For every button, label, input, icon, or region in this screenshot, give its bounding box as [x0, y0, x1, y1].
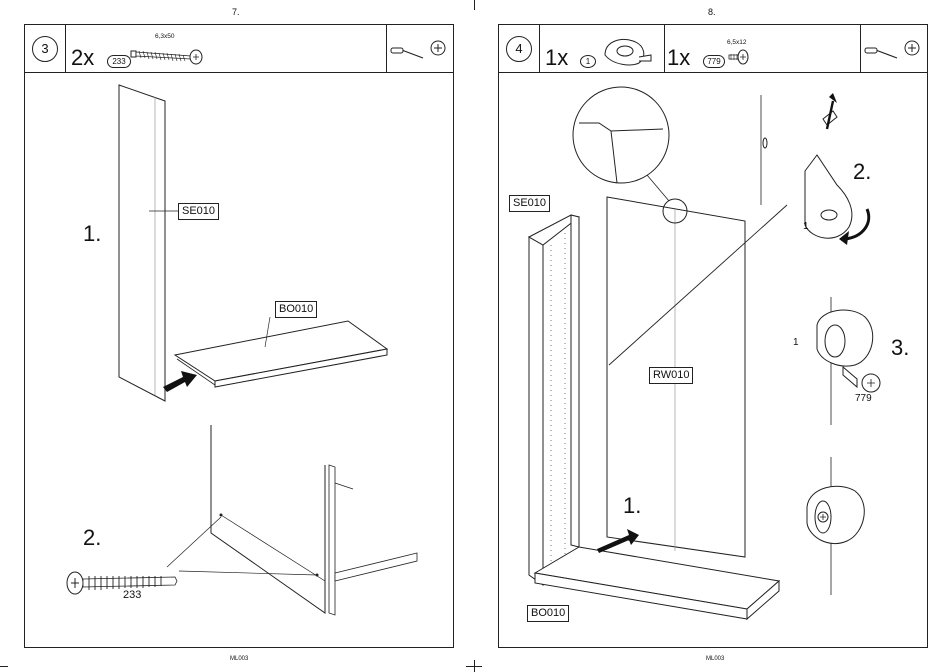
instruction-panel-step-3: 3 2x 233 6,3x50 [24, 24, 454, 648]
fitting-part-label: 1 [803, 221, 809, 232]
panel-label-se010: SE010 [509, 195, 550, 212]
substep-2: 2. [83, 525, 101, 551]
substep-3: 3. [891, 335, 909, 361]
panel-label-rw010: RW010 [649, 367, 693, 384]
substep-1: 1. [623, 493, 641, 519]
crop-mark-bottom-h [466, 666, 482, 667]
crop-mark-bl [0, 666, 8, 667]
substep-1: 1. [83, 221, 101, 247]
page-number: 7. [232, 7, 240, 17]
footer-code: ML003 [230, 656, 248, 662]
screw-part-label: 779 [855, 393, 872, 404]
board-label-bo010: BO010 [527, 605, 569, 622]
board-label-bo010: BO010 [275, 301, 317, 318]
connector-fitting-assembled [799, 477, 879, 567]
fitting-part-label: 1 [793, 337, 799, 348]
panel-label-se010: SE010 [178, 203, 219, 220]
side-panel-illustration [25, 25, 455, 649]
connector-fitting-screw-detail [799, 305, 889, 395]
page-number: 8. [708, 7, 716, 17]
screw-part-label: 233 [123, 589, 141, 601]
substep-2: 2. [853, 159, 871, 185]
rotate-arrow-icon [833, 205, 875, 245]
crop-mark-top [474, 0, 475, 10]
instruction-panel-step-4: 4 1x 1 1x 779 6,5x12 [498, 24, 928, 648]
footer-code: ML003 [706, 656, 724, 662]
